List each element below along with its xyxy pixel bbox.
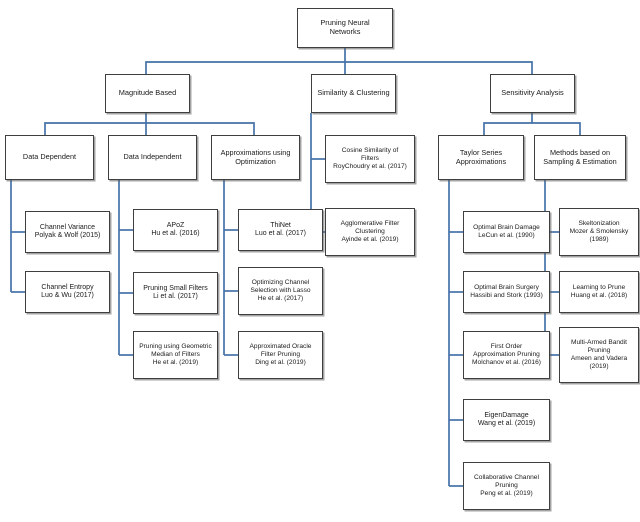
node-approximated-oracle-filter-pruning[interactable]: Approximated Oracle Filter Pruning Ding … — [238, 331, 323, 379]
edge-root-bus — [145, 48, 346, 74]
node-multi-armed-bandit-pruning[interactable]: Multi-Armed Bandit Pruning Ameen and Vad… — [559, 327, 639, 383]
node-first-order-approximation-pruning[interactable]: First Order Approximation Pruning Molcha… — [463, 331, 550, 379]
node-skeltonization-ref: Mozer & Smolensky — [569, 228, 629, 236]
node-taylor-series-line2: Approximations — [455, 156, 507, 166]
node-channel-variance-title: Channel Variance — [39, 223, 96, 231]
node-optimizing-channel-lasso-ref: He et al. (2017) — [257, 294, 304, 302]
node-agglomerative-filter-clustering-line2: Clustering — [355, 228, 385, 236]
node-multi-armed-bandit-pruning-line1: Multi-Armed Bandit — [570, 339, 628, 347]
node-data-dependent[interactable]: Data Dependent — [5, 135, 94, 180]
node-eigendamage-ref: Wang et al. (2019) — [477, 420, 536, 427]
node-taylor-series[interactable]: Taylor Series Approximations — [438, 135, 524, 180]
node-first-order-approximation-pruning-ref: Molchanov et al. (2016) — [472, 358, 541, 366]
edge-root-sensitivity — [345, 61, 533, 74]
node-pruning-geometric-median-line1: Pruning using Geometric — [139, 343, 212, 351]
node-channel-entropy-title: Channel Entropy — [41, 283, 94, 291]
node-taylor-series-line1: Taylor Series — [459, 147, 503, 157]
node-channel-variance[interactable]: Channel Variance Polyak & Wolf (2015) — [25, 211, 110, 253]
node-approximations-optimization-line1: Approximations using — [220, 147, 291, 157]
edge-mag-bus — [44, 113, 147, 135]
node-optimal-brain-surgery[interactable]: Optimal Brain Surgery Hassibi and Stork … — [463, 271, 550, 313]
node-approximations-optimization[interactable]: Approximations using Optimization — [211, 135, 300, 180]
edge-mag-approx — [146, 122, 255, 135]
node-skeltonization-ref-year: (1989) — [589, 235, 609, 243]
node-agglomerative-filter-clustering-ref: Ayinde et al. (2019) — [341, 235, 399, 243]
node-data-independent[interactable]: Data Independent — [108, 135, 197, 180]
node-multi-armed-bandit-pruning-line2: Pruning — [587, 347, 611, 355]
node-optimal-brain-damage-ref: LeCun et al. (1990) — [478, 232, 535, 239]
node-sampling-estimation[interactable]: Methods based on Sampling & Estimation — [534, 135, 626, 180]
node-cosine-similarity-filters-line1: Cosine Similarity of — [341, 147, 399, 155]
node-agglomerative-filter-clustering[interactable]: Agglomerative Filter Clustering Ayinde e… — [325, 208, 415, 256]
node-approximated-oracle-filter-pruning-ref: Ding et al. (2019) — [255, 358, 306, 366]
node-approximated-oracle-filter-pruning-line2: Filter Pruning — [260, 351, 301, 359]
node-optimizing-channel-lasso-line2: Selection with Lasso — [250, 287, 311, 295]
node-sampling-estimation-line1: Methods based on — [549, 147, 611, 157]
node-pruning-geometric-median-ref: He et al. (2019) — [152, 358, 199, 366]
edge-sens-sampling — [532, 122, 581, 135]
node-eigendamage[interactable]: EigenDamage Wang et al. (2019) — [463, 399, 550, 441]
node-approximations-optimization-line2: Optimization — [235, 156, 276, 166]
node-sampling-estimation-line2: Sampling & Estimation — [543, 156, 617, 166]
node-collaborative-channel-pruning-ref: Peng et al. (2019) — [480, 489, 533, 497]
edge-sens-bus — [483, 113, 533, 135]
node-apoz[interactable]: APoZ Hu et al. (2016) — [133, 209, 218, 251]
node-thinet-ref: Luo et al. (2017) — [255, 230, 306, 237]
node-learning-to-prune[interactable]: Learning to Prune Huang et al. (2018) — [559, 271, 639, 313]
node-eigendamage-title: EigenDamage — [484, 411, 529, 419]
node-similarity-clustering[interactable]: Similarity & Clustering — [311, 74, 396, 113]
node-channel-entropy-ref: Luo & Wu (2017) — [41, 292, 94, 299]
node-apoz-ref: Hu et al. (2016) — [151, 230, 200, 237]
node-apoz-title: APoZ — [166, 221, 185, 229]
node-approximated-oracle-filter-pruning-line1: Approximated Oracle — [249, 343, 312, 351]
node-pruning-small-filters-ref: Li et al. (2017) — [153, 293, 198, 300]
node-channel-entropy[interactable]: Channel Entropy Luo & Wu (2017) — [25, 271, 110, 313]
node-learning-to-prune-title: Learning to Prune — [572, 284, 626, 292]
node-pruning-small-filters-title: Pruning Small Filters — [143, 284, 208, 292]
node-cosine-similarity-filters-line2: Filters — [361, 155, 379, 163]
node-cosine-similarity-filters[interactable]: Cosine Similarity of Filters RoyChoudry … — [325, 135, 415, 183]
node-magnitude-based[interactable]: Magnitude Based — [105, 74, 190, 113]
node-sensitivity-analysis[interactable]: Sensitivity Analysis — [490, 74, 575, 113]
node-root-line2: Networks — [329, 27, 361, 36]
node-skeltonization[interactable]: Skeltonization Mozer & Smolensky (1989) — [559, 208, 639, 256]
node-optimizing-channel-lasso-line1: Optimizing Channel — [251, 279, 310, 287]
node-magnitude-based-label: Magnitude Based — [118, 88, 177, 98]
node-root[interactable]: Pruning Neural Networks — [297, 8, 393, 48]
node-similarity-clustering-label: Similarity & Clustering — [317, 88, 390, 98]
node-thinet[interactable]: ThiNet Luo et al. (2017) — [238, 209, 323, 251]
node-pruning-geometric-median[interactable]: Pruning using Geometric Median of Filter… — [133, 331, 218, 379]
node-optimal-brain-surgery-ref: Hassibi and Stork (1993) — [470, 292, 543, 299]
node-learning-to-prune-ref: Huang et al. (2018) — [570, 292, 628, 299]
node-collaborative-channel-pruning-line1: Collaborative Channel — [474, 474, 539, 482]
node-channel-variance-ref: Polyak & Wolf (2015) — [34, 232, 101, 239]
node-collaborative-channel-pruning[interactable]: Collaborative Channel Pruning Peng et al… — [463, 462, 550, 510]
node-multi-armed-bandit-pruning-ref-year: (2019) — [589, 362, 609, 370]
node-optimizing-channel-lasso[interactable]: Optimizing Channel Selection with Lasso … — [238, 267, 323, 315]
node-optimal-brain-damage-title: Optimal Brain Damage — [473, 224, 540, 232]
node-pruning-small-filters[interactable]: Pruning Small Filters Li et al. (2017) — [133, 272, 218, 314]
node-first-order-approximation-pruning-line2: Approximation Pruning — [473, 351, 540, 359]
node-cosine-similarity-filters-ref: RoyChoudry et al. (2017) — [333, 162, 407, 170]
node-pruning-geometric-median-line2: Median of Filters — [151, 351, 200, 359]
node-sensitivity-analysis-label: Sensitivity Analysis — [501, 88, 564, 98]
node-thinet-title: ThiNet — [270, 221, 291, 229]
node-data-independent-label: Data Independent — [123, 152, 182, 162]
node-multi-armed-bandit-pruning-ref: Ameen and Vadera — [570, 355, 628, 362]
node-root-line1: Pruning Neural — [320, 18, 370, 28]
node-optimal-brain-surgery-title: Optimal Brain Surgery — [474, 284, 539, 292]
node-data-dependent-label: Data Dependent — [22, 152, 77, 162]
node-first-order-approximation-pruning-line1: First Order — [490, 343, 523, 351]
node-agglomerative-filter-clustering-line1: Agglomerative Filter — [340, 220, 400, 228]
node-skeltonization-title: Skeltonization — [578, 220, 620, 228]
node-collaborative-channel-pruning-line2: Pruning — [495, 482, 518, 490]
node-optimal-brain-damage[interactable]: Optimal Brain Damage LeCun et al. (1990) — [463, 211, 550, 253]
